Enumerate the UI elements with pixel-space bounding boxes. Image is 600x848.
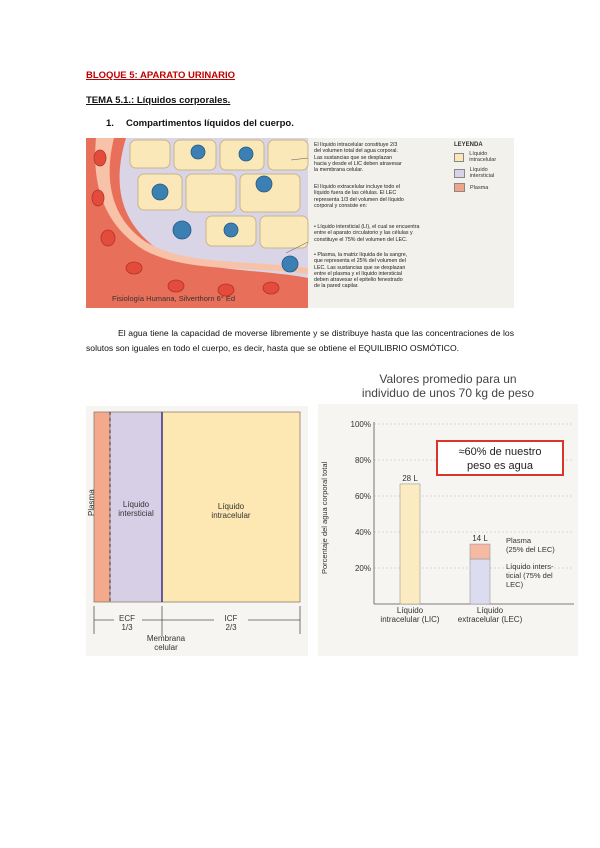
- bar-value-label: 28 L: [402, 474, 418, 483]
- intersticial-block: [109, 411, 163, 603]
- intracelular-block: [161, 411, 301, 603]
- li-description: • Líquido intersticial (LI), el cual se …: [314, 224, 420, 243]
- y-tick-label: 20%: [355, 564, 371, 573]
- osmotic-paragraph: El agua tiene la capacidad de moverse li…: [86, 328, 514, 353]
- legend-item-intracelular: Líquido intracelular: [454, 151, 512, 163]
- y-tick-label: 40%: [355, 528, 371, 537]
- figure-caption: Fisiología Humana, Silverthorn 6° Ed: [112, 294, 236, 303]
- plasma-segment-label: Plasma(25% del LEC): [506, 536, 555, 554]
- bar-value-label: 14 L: [472, 534, 488, 543]
- bar-segment: [469, 558, 491, 605]
- y-tick-label: 100%: [351, 420, 371, 429]
- plasma-block: [93, 411, 111, 603]
- legend-item-plasma: Plasma: [454, 183, 512, 192]
- section-title: Compartimentos líquidos del cuerpo.: [126, 118, 294, 129]
- y-tick-label: 60%: [355, 492, 371, 501]
- bar-segment: [469, 543, 491, 560]
- plasma-label: Plasma: [87, 489, 96, 516]
- legend-title: LEYENDA: [454, 142, 483, 148]
- legend: LEYENDA Líquido intracelular Líquido int…: [454, 142, 512, 202]
- cells-illustration: [86, 138, 309, 308]
- plasma-description: • Plasma, la matriz líquida de la sangre…: [314, 252, 408, 290]
- section-number: 1.: [106, 118, 114, 129]
- y-tick-label: 80%: [355, 456, 371, 465]
- section-heading: 1. Compartimentos líquidos del cuerpo.: [106, 118, 294, 129]
- y-axis-label: Porcentaje del agua corporal total: [320, 461, 329, 574]
- compartment-diagram-svg: [93, 411, 301, 636]
- block-title: BLOQUE 5: APARATO URINARIO: [86, 70, 236, 81]
- legend-item-intersticial: Líquido intersticial: [454, 167, 512, 179]
- bar-segment: [399, 483, 421, 605]
- topic-title: TEMA 5.1.: Líquidos corporales.: [86, 95, 231, 106]
